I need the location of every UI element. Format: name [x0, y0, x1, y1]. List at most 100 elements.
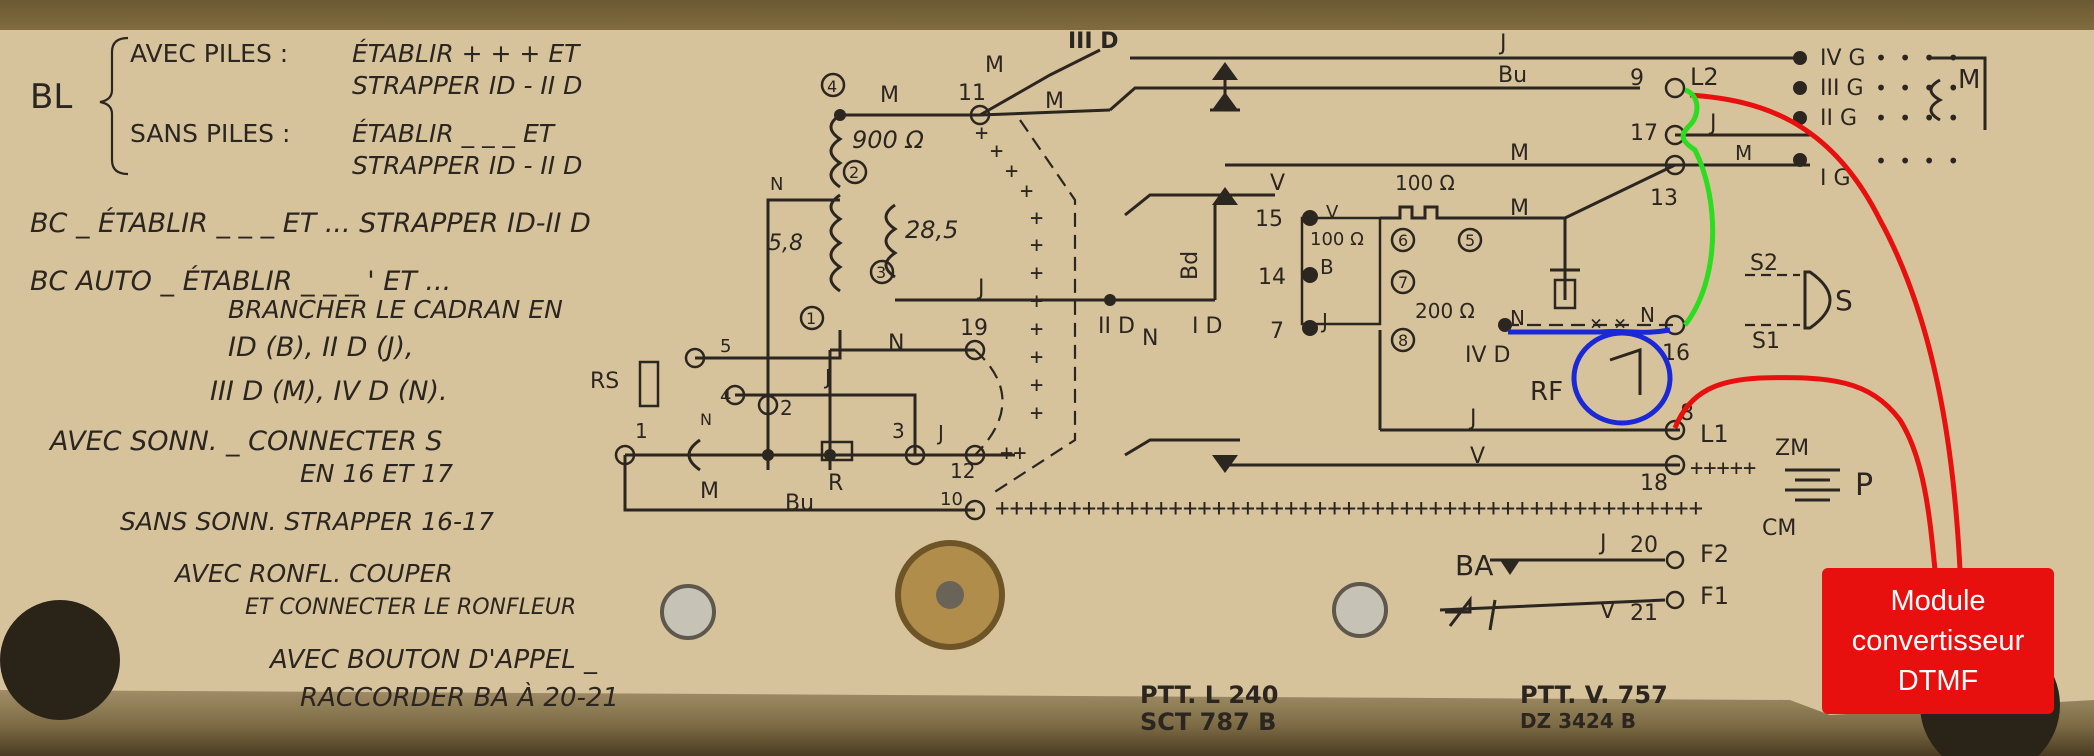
- svg-text:J: J: [976, 276, 985, 301]
- svg-text:N: N: [888, 331, 904, 356]
- avec-sonn-line2: EN 16 ET 17: [300, 459, 453, 488]
- svg-text:3: 3: [892, 419, 905, 443]
- coil-tap-3: 3: [876, 263, 886, 282]
- svg-text:L2: L2: [1690, 63, 1719, 91]
- svg-text:+: +: [1030, 373, 1043, 398]
- dtmf-line-3: DTMF: [1897, 665, 1979, 697]
- ref-sct-787: SCT 787 B: [1140, 708, 1276, 736]
- svg-text:M: M: [985, 53, 1004, 78]
- coil-tap-4: 4: [827, 77, 837, 96]
- svg-text:III G: III G: [1820, 76, 1864, 101]
- svg-text:Bu: Bu: [1498, 63, 1527, 88]
- resistance-900: 900 Ω: [852, 126, 924, 154]
- red-annotation-wires: [1672, 92, 1963, 571]
- svg-text:5: 5: [1465, 231, 1475, 250]
- svg-text:M: M: [1735, 141, 1752, 165]
- svg-text:J: J: [1598, 531, 1607, 556]
- blue-annotation: [1508, 327, 1673, 426]
- resistance-28-5: 28,5: [905, 216, 958, 244]
- svg-text:F2: F2: [1700, 540, 1729, 568]
- svg-text:9: 9: [1630, 66, 1644, 91]
- sans-piles-label: SANS PILES :: [130, 119, 290, 148]
- svg-text:II D: II D: [1098, 314, 1135, 339]
- g-terminals: IV G III G II G I G • • • • • • • • • • …: [1793, 46, 1987, 191]
- avec-piles-strap: STRAPPER ID - II D: [352, 71, 582, 100]
- green-annotation-wire: [1680, 87, 1716, 327]
- svg-text:RS: RS: [590, 369, 619, 394]
- dtmf-module-label: Module convertisseur DTMF: [1822, 568, 2054, 714]
- rubber-foot-left: [0, 600, 120, 720]
- svg-text:J: J: [936, 421, 944, 445]
- svg-text:+: +: [1030, 233, 1043, 258]
- svg-text:+: +: [1030, 206, 1043, 231]
- screw-left: [660, 584, 716, 640]
- sans-piles-instruction: ÉTABLIR _ _ _ ET: [352, 119, 556, 148]
- svg-text:M: M: [880, 83, 899, 108]
- bottom-cross-line: ++++++++++++++++++++++++++++++++++++++++…: [995, 494, 1703, 522]
- avec-piles-label: AVEC PILES :: [130, 39, 288, 68]
- svg-text:19: 19: [960, 316, 988, 341]
- svg-text:M: M: [1510, 196, 1529, 221]
- resistor-r-symbol: [820, 440, 854, 462]
- svg-text:IV G: IV G: [1820, 46, 1866, 71]
- bc-auto-instruction: BC AUTO _ ÉTABLIR _ _ _ ' ET ...: [30, 265, 451, 297]
- svg-text:CM: CM: [1762, 516, 1796, 541]
- svg-text:21: 21: [1630, 601, 1658, 626]
- svg-text:11: 11: [958, 81, 986, 106]
- svg-text:N: N: [1510, 306, 1525, 330]
- svg-text:IV D: IV D: [1465, 343, 1510, 368]
- coil-tap-1: 1: [806, 309, 816, 328]
- induction-coil: 4 2 3 1 900 Ω 5,8 28,5: [768, 72, 958, 331]
- svg-text:200 Ω: 200 Ω: [1415, 299, 1475, 323]
- svg-text:B: B: [1320, 255, 1334, 279]
- svg-text:BA: BA: [1455, 549, 1493, 582]
- svg-text:F1: F1: [1700, 582, 1729, 610]
- svg-text:7: 7: [1398, 273, 1408, 292]
- svg-text:V: V: [1326, 202, 1339, 223]
- svg-text:N: N: [700, 410, 712, 429]
- svg-text:13: 13: [1650, 186, 1678, 211]
- svg-text:4: 4: [720, 386, 731, 407]
- svg-text:5: 5: [720, 336, 731, 357]
- sans-sonn-instruction: SANS SONN. STRAPPER 16-17: [120, 507, 494, 536]
- svg-text:100 Ω: 100 Ω: [1310, 229, 1364, 250]
- svg-text:V: V: [1470, 444, 1485, 469]
- svg-text:2: 2: [780, 396, 793, 420]
- ringer-rf: RF N N IV D × ×: [1465, 268, 1680, 407]
- svg-text:Bd: Bd: [1178, 251, 1203, 280]
- svg-text:M: M: [1045, 89, 1064, 114]
- hook-switch: Bd V V J Bu M M J: [1109, 31, 1800, 473]
- svg-text:P: P: [1855, 468, 1873, 503]
- svg-text:J: J: [1498, 31, 1507, 56]
- bc-auto-line4: III D (M), IV D (N).: [210, 376, 448, 407]
- svg-text:M: M: [1510, 141, 1529, 166]
- svg-text:J: J: [1320, 309, 1328, 333]
- rs-switch-symbol: [638, 360, 660, 408]
- screw-right: [1332, 582, 1388, 638]
- avec-ronfl-line2: ET CONNECTER LE RONFLEUR: [245, 595, 576, 620]
- svg-text:Bu: Bu: [785, 491, 814, 516]
- avec-bouton-instruction: AVEC BOUTON D'APPEL _: [268, 645, 598, 675]
- svg-text:100 Ω: 100 Ω: [1395, 171, 1455, 195]
- svg-text:M: M: [700, 479, 719, 504]
- svg-text:+: +: [1030, 345, 1043, 370]
- avec-piles-instruction: ÉTABLIR + + + ET: [352, 39, 581, 68]
- coil-labels: 11 M M M III D N 19 N J 5 4 N 2 3 1 J J …: [590, 29, 1222, 516]
- plate-background: [0, 30, 2094, 715]
- svg-text:L1: L1: [1700, 420, 1729, 448]
- bc-auto-line3: ID (B), II D (J),: [228, 332, 414, 363]
- svg-text:6: 6: [1398, 231, 1408, 250]
- svg-text:+++++: +++++: [1690, 456, 1756, 481]
- svg-text:I D: I D: [1192, 314, 1222, 339]
- label-bl: BL: [30, 77, 72, 117]
- ref-dz-3424: DZ 3424 B: [1520, 709, 1636, 733]
- svg-text:R: R: [828, 471, 843, 496]
- bl-brace: [99, 36, 129, 176]
- svg-text:1: 1: [635, 419, 648, 443]
- svg-text:++: ++: [1000, 441, 1027, 466]
- svg-text:S2: S2: [1750, 251, 1778, 276]
- svg-text:N: N: [1142, 326, 1158, 351]
- svg-text:M: M: [1958, 65, 1980, 95]
